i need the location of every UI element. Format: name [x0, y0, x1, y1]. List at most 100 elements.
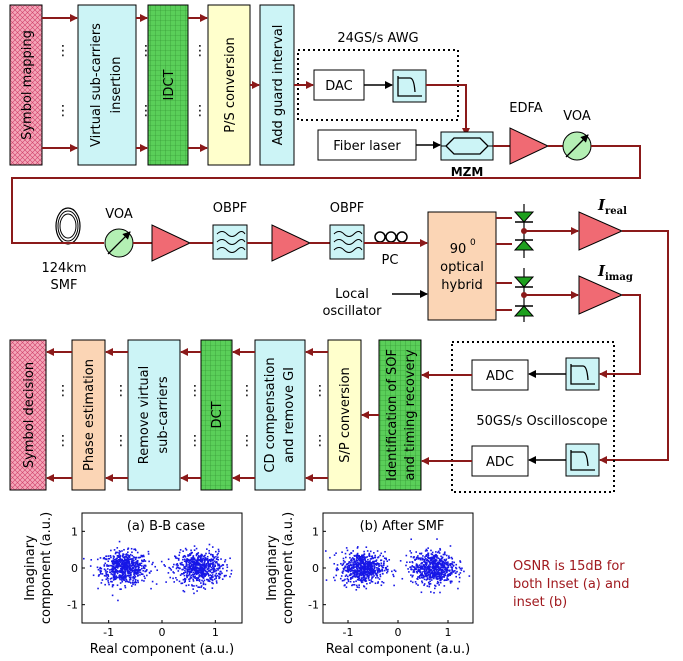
scatter-point: [133, 576, 136, 579]
scatter-point: [424, 573, 427, 576]
scatter-point: [203, 579, 206, 582]
scatter-point: [134, 570, 137, 572]
scatter-point: [368, 567, 371, 570]
scatter-point: [196, 567, 198, 570]
scatter-point: [201, 561, 203, 563]
tx-arrows: [42, 14, 260, 152]
scatter-point: [198, 571, 200, 574]
scatter-point: [92, 574, 95, 577]
junction-dot: [521, 292, 527, 298]
scatter-point: [213, 568, 216, 571]
scatter-point: [186, 559, 189, 561]
scatter-point: [100, 582, 103, 584]
scatter-point: [199, 571, 202, 574]
scatter-point: [107, 560, 110, 563]
svg-text:⋮: ⋮: [56, 103, 70, 119]
scatter-point: [443, 552, 446, 554]
scatter-point: [423, 570, 425, 573]
scatter-point: [181, 563, 184, 566]
scatter-point: [363, 550, 365, 553]
scatter-point: [380, 584, 383, 587]
scatter-point: [369, 558, 372, 560]
scatter-point: [119, 564, 121, 567]
scatter-point: [434, 555, 437, 558]
scatter-point: [420, 576, 423, 579]
scatter-point: [137, 571, 139, 573]
scatter-point: [449, 574, 452, 577]
scatter-point: [219, 572, 221, 575]
scatter-point: [99, 557, 102, 559]
scatter-point: [418, 552, 421, 555]
scatter-point: [376, 550, 379, 552]
scatter-point: [132, 579, 134, 582]
scatter-point: [205, 559, 207, 561]
scatter-point: [138, 556, 141, 559]
scatter-point: [136, 570, 139, 572]
scatter-point: [110, 549, 112, 552]
scatter-point: [364, 562, 367, 564]
scatter-point: [230, 573, 232, 575]
scatter-point: [132, 576, 134, 579]
scatter-point: [458, 566, 461, 569]
scatter-point: [423, 584, 425, 587]
scatter-point: [187, 584, 190, 586]
scatter-point: [341, 572, 344, 574]
scatter-point: [435, 568, 438, 571]
scatter-point: [198, 556, 201, 558]
scatter-point: [115, 551, 117, 554]
scatter-point: [143, 580, 145, 582]
scatter-point: [365, 587, 368, 590]
svg-text:and timing recovery: and timing recovery: [403, 349, 418, 480]
scatter-point: [366, 582, 368, 585]
scatter-point: [204, 557, 207, 559]
scatter-point: [177, 570, 180, 572]
scatter-point: [445, 554, 448, 557]
scatter-point: [356, 557, 359, 559]
scatter-point: [137, 572, 139, 574]
scatter-point: [218, 573, 221, 576]
scatter-point: [119, 554, 121, 557]
scatter-point: [111, 580, 113, 583]
scatter-point: [117, 599, 119, 602]
optical-hybrid-block: 90 0 optical hybrid: [427, 211, 497, 321]
scatter-point: [120, 571, 123, 573]
scatter-point: [202, 572, 204, 575]
scatter-point: [207, 580, 210, 582]
scatter-point: [416, 565, 419, 567]
scatter-point: [128, 568, 131, 571]
obpf-filter-2: OBPF: [329, 201, 365, 260]
scatter-point: [431, 553, 434, 556]
svg-text:⋮: ⋮: [313, 383, 327, 399]
scatter-point: [448, 557, 451, 559]
scatter-point: [359, 579, 362, 582]
scatter-point: [429, 572, 432, 575]
tx-block-symbol-mapping: Symbol mapping: [9, 4, 43, 166]
scatter-point: [353, 571, 356, 574]
scatter-point: [226, 564, 228, 566]
scatter-point: [96, 566, 99, 569]
scatter-point: [438, 567, 440, 569]
scatter-point: [428, 567, 431, 570]
scatter-point: [215, 580, 218, 582]
scatter-point: [202, 587, 205, 589]
scatter-point: [407, 568, 409, 570]
scatter-point: [436, 555, 439, 557]
scatter-point: [118, 553, 121, 555]
scatter-point: [121, 567, 123, 570]
scatter-point: [192, 578, 194, 581]
scatter-point: [123, 571, 126, 574]
scatter-point: [113, 564, 115, 566]
scatter-point: [176, 557, 178, 560]
scatter-point: [405, 564, 407, 567]
scatter-point: [341, 579, 344, 582]
scatter-point: [132, 583, 134, 586]
scatter-point: [99, 567, 101, 570]
scatter-point: [212, 569, 215, 572]
scatter-point: [112, 559, 114, 562]
scatter-point: [200, 582, 202, 584]
scatter-point: [355, 571, 358, 573]
scatter-point: [186, 575, 188, 577]
scatter-point: [412, 574, 414, 577]
scatter-point: [370, 568, 373, 571]
scatter-point: [124, 562, 126, 564]
